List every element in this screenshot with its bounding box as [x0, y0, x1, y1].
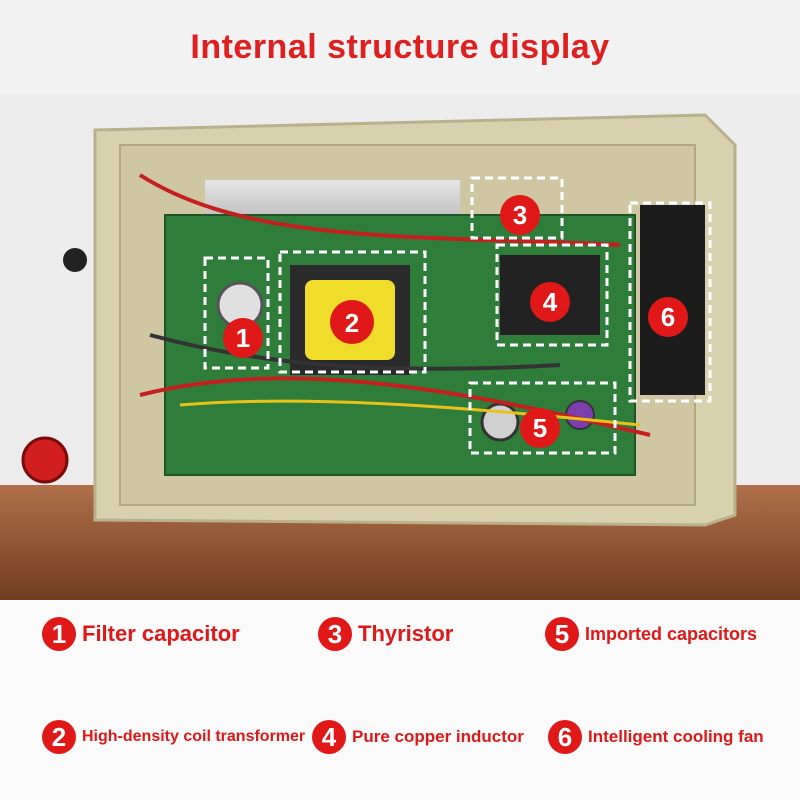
marker-6: 6	[648, 297, 688, 337]
knob	[63, 248, 87, 272]
legend-item-3: 3 Thyristor	[318, 617, 453, 651]
svg-text:5: 5	[533, 413, 547, 443]
legend-item-2: 2 High-density coil transformer	[42, 720, 305, 754]
legend-label: High-density coil transformer	[82, 728, 306, 745]
marker-4: 4	[530, 282, 570, 322]
number-badge: 5	[545, 617, 579, 651]
svg-text:4: 4	[543, 287, 558, 317]
legend-item-5: 5 Imported capacitors	[545, 617, 757, 651]
marker-3: 3	[500, 195, 540, 235]
zone-6	[628, 201, 712, 403]
zone-4	[495, 243, 609, 347]
svg-text:1: 1	[236, 323, 250, 353]
svg-text:2: 2	[345, 308, 359, 338]
legend-item-6: 6 Intelligent cooling fan	[548, 720, 764, 754]
zone-5	[468, 381, 617, 455]
marker-2: 2	[330, 300, 374, 344]
legend-label: Pure copper inductor	[352, 727, 524, 746]
legend-item-4: 4 Pure copper inductor	[312, 720, 524, 754]
legend-item-1: 1 Filter capacitor	[42, 617, 240, 651]
device-photo: 1 2 3 4 5 6	[0, 95, 800, 605]
legend-label: Filter capacitor	[82, 621, 240, 646]
number-badge: 3	[318, 617, 352, 651]
number-badge: 1	[42, 617, 76, 651]
page-title: Internal structure display	[190, 28, 610, 66]
zone-3	[470, 176, 564, 240]
zone-2	[278, 250, 427, 374]
legend-label: Thyristor	[358, 621, 454, 646]
marker-5: 5	[520, 408, 560, 448]
legend: 1 Filter capacitor 3 Thyristor 5 Importe…	[0, 600, 800, 800]
zone-1	[203, 256, 270, 370]
svg-text:6: 6	[661, 302, 675, 332]
red-terminal	[21, 436, 69, 484]
number-badge: 2	[42, 720, 76, 754]
number-badge: 6	[548, 720, 582, 754]
legend-label: Imported capacitors	[585, 623, 758, 644]
number-badge: 4	[312, 720, 346, 754]
svg-text:3: 3	[513, 200, 527, 230]
legend-label: Intelligent cooling fan	[588, 727, 764, 746]
marker-1: 1	[223, 318, 263, 358]
